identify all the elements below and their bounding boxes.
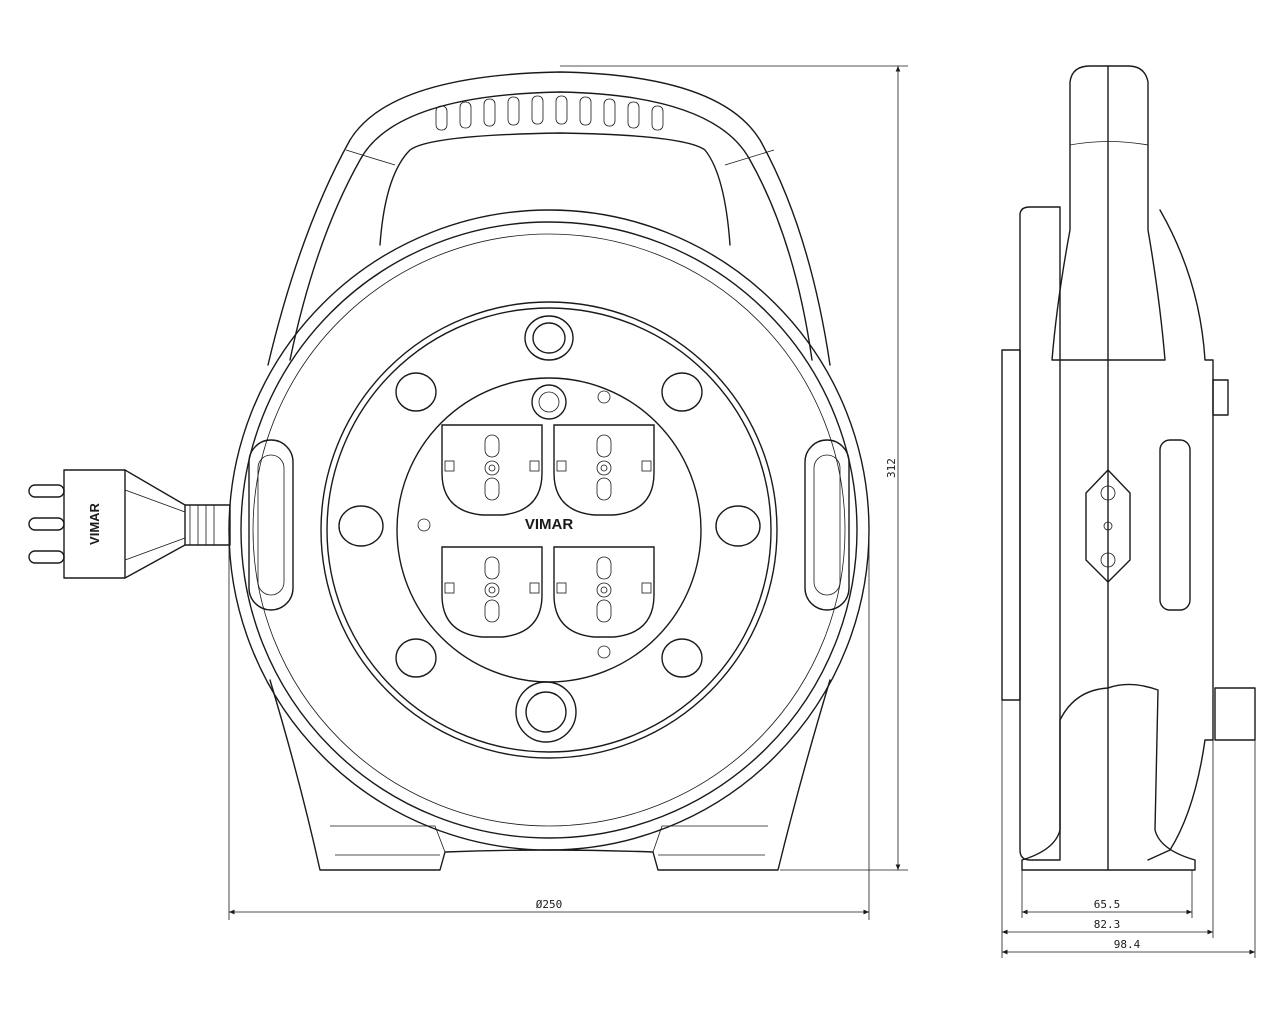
diameter-dimension: Ø250 bbox=[536, 898, 563, 911]
height-dimension: 312 bbox=[885, 458, 898, 478]
depth-base-dimension: 65.5 bbox=[1094, 898, 1121, 911]
dimension-lines: 312 Ø250 65.5 82.3 98.4 bbox=[228, 65, 1256, 958]
socket-top-left bbox=[441, 424, 543, 516]
plug-brand-label: VIMAR bbox=[87, 502, 102, 545]
side-view bbox=[1001, 65, 1256, 871]
depth-total-dimension: 98.4 bbox=[1114, 938, 1141, 951]
socket-top-right bbox=[553, 424, 655, 516]
socket-bottom-left bbox=[441, 546, 543, 638]
plug-and-cable: VIMAR bbox=[28, 469, 231, 579]
depth-mid-dimension: 82.3 bbox=[1094, 918, 1121, 931]
face-brand-label: VIMAR bbox=[525, 516, 574, 533]
grip-slots bbox=[435, 95, 664, 131]
front-view: VIMAR bbox=[228, 71, 870, 871]
socket-bottom-right bbox=[553, 546, 655, 638]
